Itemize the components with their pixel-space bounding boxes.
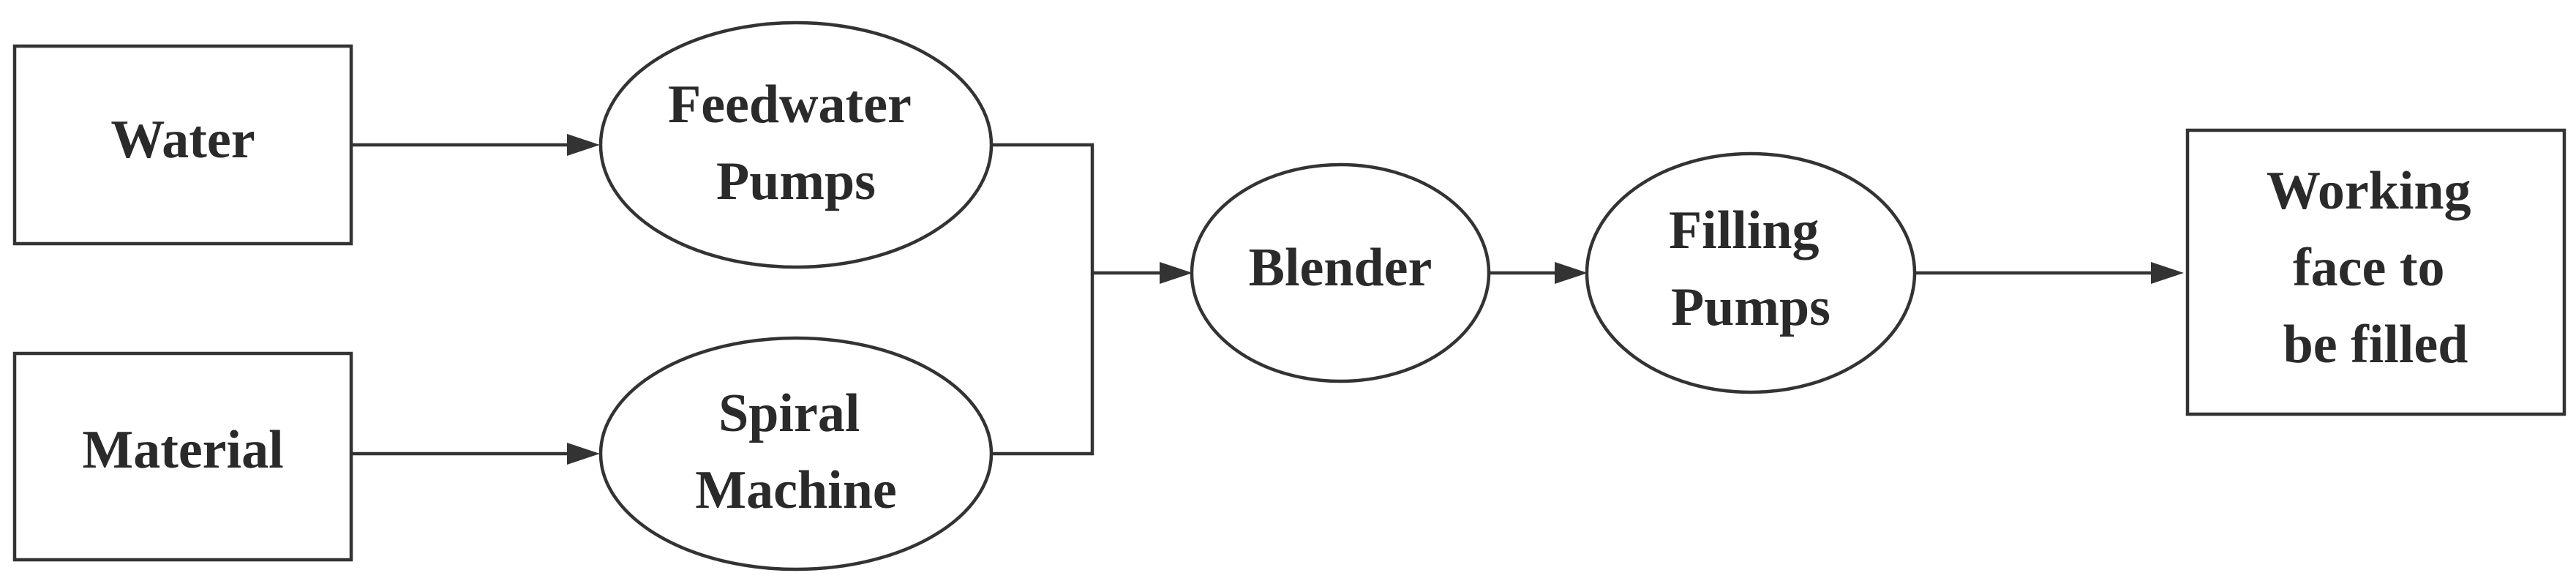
edges <box>351 134 2184 465</box>
node-feedwater-pumps-label: Feedwater Pumps <box>668 75 924 211</box>
node-spiral-machine-label-line-1: Spiral <box>718 383 860 443</box>
node-blender-ellipse <box>1190 162 1491 383</box>
nodes: Water Material Feedwater Pumps Spiral Ma… <box>12 20 2566 571</box>
edge-feedwater-pumps-to-blender <box>991 143 1094 273</box>
node-material: Material <box>12 351 353 562</box>
node-filling-pumps-label: Filling Pumps <box>1669 200 1833 337</box>
node-feedwater-pumps-label-line-2: Pumps <box>716 151 876 211</box>
node-water-box <box>12 44 353 246</box>
node-working-face-label-line-1: Working <box>2267 161 2471 221</box>
node-filling-pumps-label-line-1: Filling <box>1669 200 1820 260</box>
node-working-face-box <box>2185 128 2566 416</box>
node-spiral-machine-label-line-2: Machine <box>695 460 896 520</box>
node-material-box <box>12 351 353 562</box>
node-water-label-line-1: Water <box>110 110 255 170</box>
node-filling-pumps-label-line-2: Pumps <box>1671 277 1830 337</box>
node-feedwater-pumps: Feedwater Pumps <box>598 20 994 269</box>
node-water: Water <box>12 44 353 246</box>
arrowhead-material-to-spiral-machine <box>567 443 600 465</box>
arrowhead-filling-pumps-to-working-face <box>2151 262 2184 284</box>
node-material-label: Material <box>82 420 283 480</box>
node-spiral-machine: Spiral Machine <box>598 336 994 571</box>
node-blender-label-line-1: Blender <box>1249 238 1432 298</box>
node-working-face-label-line-2: face to <box>2293 238 2444 298</box>
node-water-label: Water <box>110 110 255 170</box>
node-feedwater-pumps-label-line-1: Feedwater <box>668 75 911 135</box>
arrowhead-to-blender <box>1160 262 1193 284</box>
node-blender: Blender <box>1190 162 1491 383</box>
node-feedwater-pumps-ellipse <box>598 20 994 269</box>
node-filling-pumps: Filling Pumps <box>1585 151 1917 394</box>
node-material-label-line-1: Material <box>82 420 283 480</box>
node-spiral-machine-label: Spiral Machine <box>695 383 896 520</box>
arrowhead-blender-to-filling-pumps <box>1555 262 1588 284</box>
node-filling-pumps-ellipse <box>1585 151 1917 394</box>
node-spiral-machine-ellipse <box>598 336 994 571</box>
node-working-face-label: Working face to be filled <box>2267 161 2485 375</box>
node-blender-label: Blender <box>1249 238 1432 298</box>
arrowhead-water-to-feedwater-pumps <box>567 134 600 156</box>
node-working-face-label-line-3: be filled <box>2283 315 2468 375</box>
edge-spiral-machine-to-blender <box>991 273 1094 456</box>
node-working-face: Working face to be filled <box>2185 128 2566 416</box>
